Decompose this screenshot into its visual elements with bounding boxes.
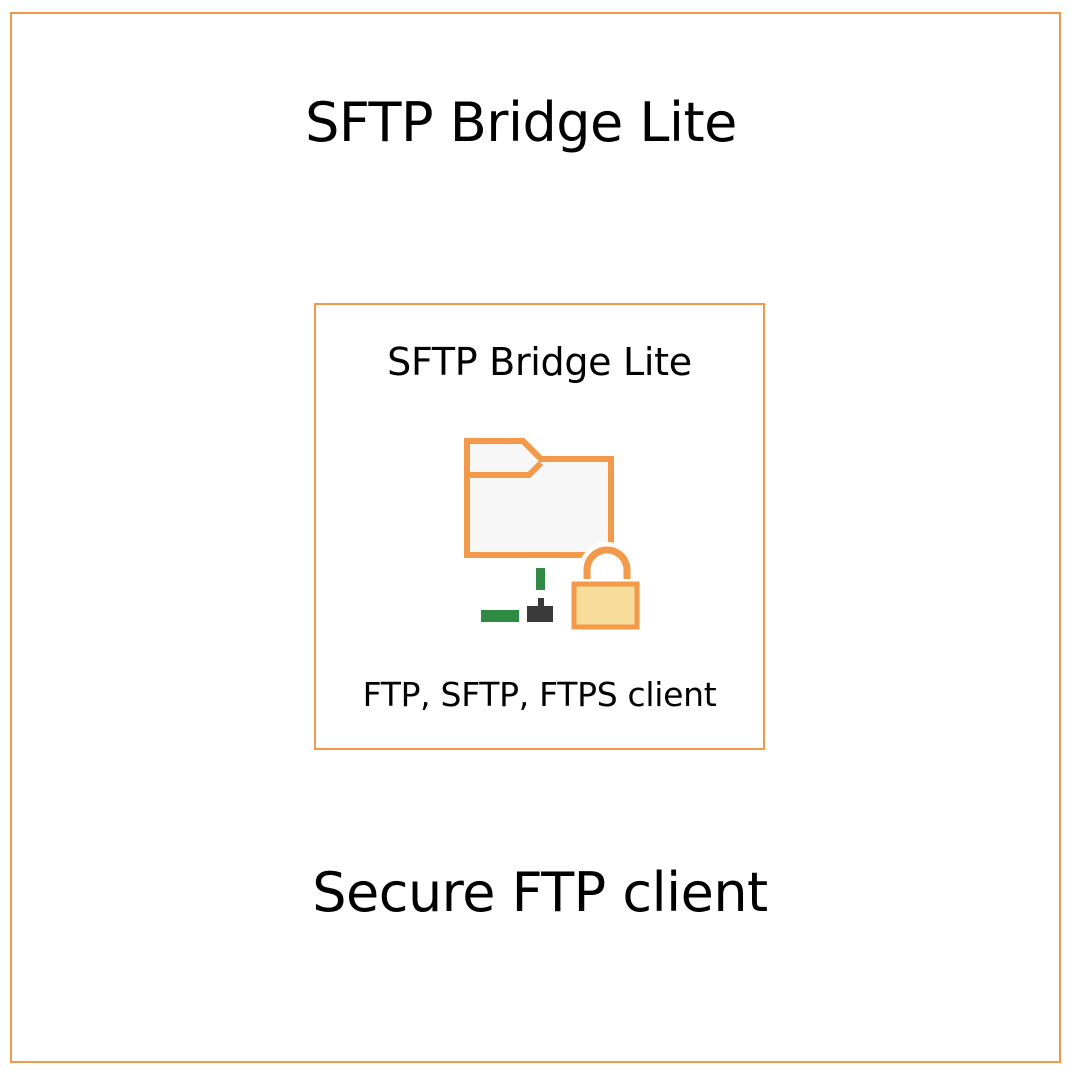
promo-frame [10, 12, 1061, 1063]
connector-stem [538, 598, 544, 606]
network-dash-horizontal [481, 610, 519, 622]
lock-body [571, 581, 640, 630]
app-tile-caption: FTP, SFTP, FTPS client [362, 675, 717, 714]
page-subtitle: Secure FTP client [312, 861, 768, 924]
folder-shape [464, 438, 614, 558]
lock-shackle-stroke [583, 546, 631, 581]
folder-tab-line [467, 460, 544, 478]
connector-base [527, 606, 553, 622]
app-tile[interactable]: SFTP Bridge Lite FTP, SFTP, FTPS client [314, 303, 765, 750]
folder-network-lock-icon [464, 438, 641, 630]
app-tile-name: SFTP Bridge Lite [387, 340, 692, 384]
page-title: SFTP Bridge Lite [305, 91, 737, 154]
network-dash-vertical [536, 568, 545, 590]
